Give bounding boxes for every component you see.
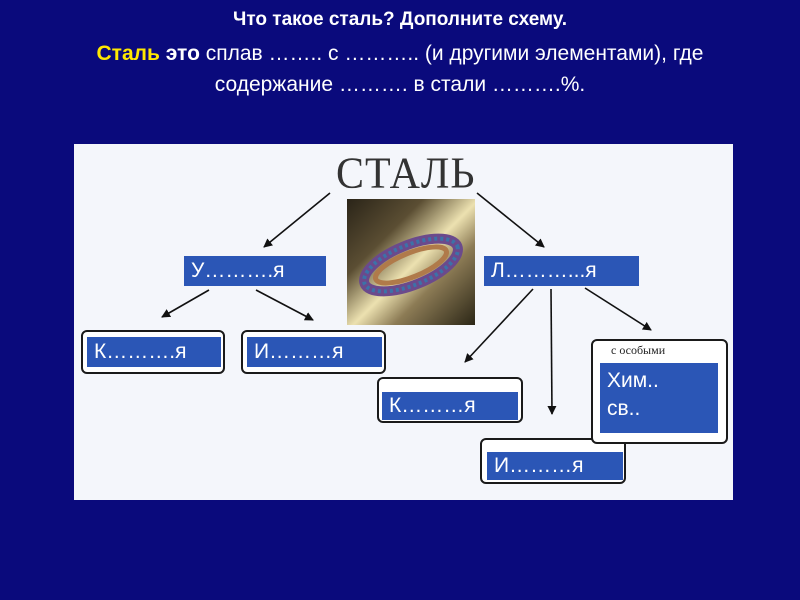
- alloy-tool-frame: И………я: [480, 438, 626, 484]
- alloy-tool-box: И………я: [487, 452, 623, 480]
- definition-line-2: содержание ………. в стали ……….%.: [214, 73, 586, 96]
- arrow-to-carbon: [263, 192, 331, 248]
- carbon-tool-frame: И………я: [241, 330, 386, 374]
- carbon-structural-box: К……….я: [87, 337, 221, 367]
- special-properties-box: Хим.. св..: [600, 363, 718, 433]
- arrow-to-carbon-structural: [161, 289, 210, 318]
- carbon-steel-box: У……….я: [184, 256, 326, 286]
- arrow-to-alloy-structural: [464, 288, 534, 363]
- is-word: это: [159, 42, 200, 65]
- arrow-to-carbon-tool: [255, 289, 314, 321]
- arrow-to-alloy-tool: [547, 288, 557, 415]
- special-properties-label: с особыми: [611, 343, 666, 357]
- definition-line-1: Сталь это сплав …….. с ……….. (и другими …: [0, 40, 800, 68]
- arrow-to-special: [584, 287, 652, 331]
- special-value-line-2: св..: [607, 397, 641, 420]
- alloy-structural-frame: К………я: [377, 377, 523, 423]
- diagram-arrows: [161, 192, 652, 415]
- arrow-to-alloy: [476, 192, 545, 248]
- steel-coil-photo: [347, 199, 475, 325]
- definition-text-1: сплав …….. с ……….. (и другими элементами…: [199, 42, 704, 65]
- alloy-structural-box: К………я: [382, 392, 518, 420]
- special-value-line-1: Хим..: [607, 369, 659, 392]
- carbon-tool-box: И………я: [247, 337, 382, 367]
- diagram-panel: СТАЛЬ У……….я Л………...я К……….я И………я: [74, 144, 733, 500]
- diagram-title: СТАЛЬ: [336, 149, 476, 199]
- special-properties-frame: с особыми Хим.. св..: [591, 339, 728, 444]
- carbon-structural-frame: К……….я: [81, 330, 225, 374]
- steel-word: Сталь: [96, 42, 160, 65]
- alloy-steel-box: Л………...я: [484, 256, 639, 286]
- slide-title: Что такое сталь? Дополните схему.: [232, 9, 567, 30]
